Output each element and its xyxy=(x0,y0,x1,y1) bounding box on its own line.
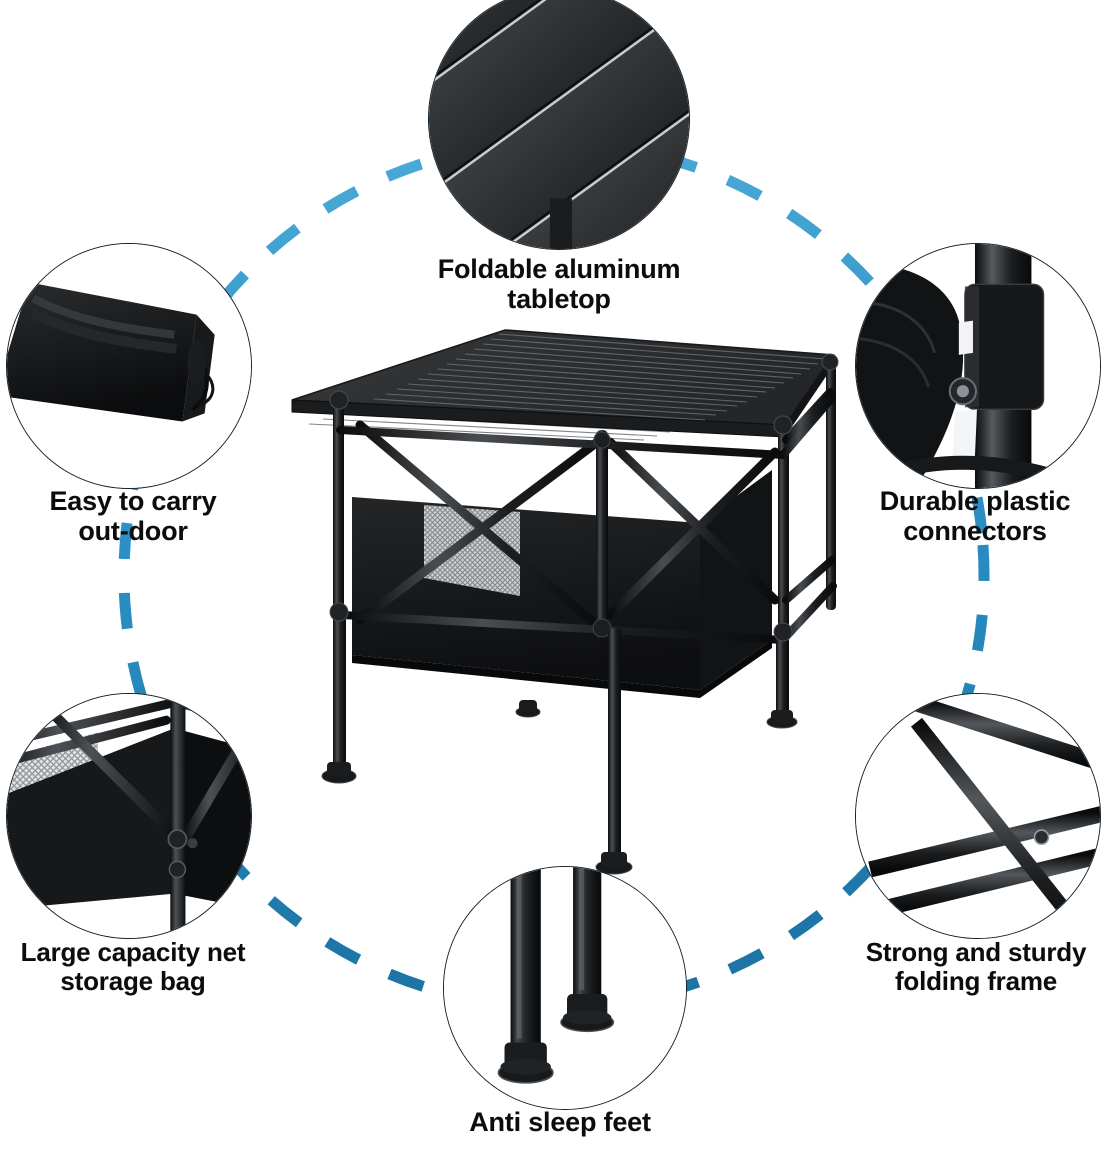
plastic-connector-closeup-icon xyxy=(856,244,1100,488)
anti-slip-feet-closeup-icon xyxy=(444,867,686,1109)
caption-large-capacity-net-storage-bag: Large capacity net storage bag xyxy=(20,937,246,997)
slatted-tabletop-closeup-icon xyxy=(429,0,689,249)
caption-foldable-aluminum-tabletop: Foldable aluminum tabletop xyxy=(437,254,681,315)
bubble-easy-to-carry-outdoor[interactable] xyxy=(6,243,252,489)
caption-durable-plastic-connectors: Durable plastic connectors xyxy=(879,486,1071,547)
bubble-durable-plastic-connectors[interactable] xyxy=(855,243,1101,489)
bubble-foldable-aluminum-tabletop[interactable] xyxy=(428,0,690,250)
caption-anti-sleep-feet: Anti sleep feet xyxy=(469,1107,651,1137)
bubble-large-capacity-net-storage-bag[interactable] xyxy=(6,693,252,939)
caption-easy-to-carry-outdoor: Easy to carry out-door xyxy=(49,486,217,547)
bubble-anti-sleep-feet[interactable] xyxy=(443,866,687,1110)
net-storage-bag-closeup-icon xyxy=(7,694,251,938)
folding-frame-closeup-icon xyxy=(856,694,1100,938)
bubble-strong-and-sturdy-folding-frame[interactable] xyxy=(855,693,1101,939)
carry-bag-closeup-icon xyxy=(7,244,251,488)
caption-strong-and-sturdy-folding-frame: Strong and sturdy folding frame xyxy=(865,937,1087,997)
